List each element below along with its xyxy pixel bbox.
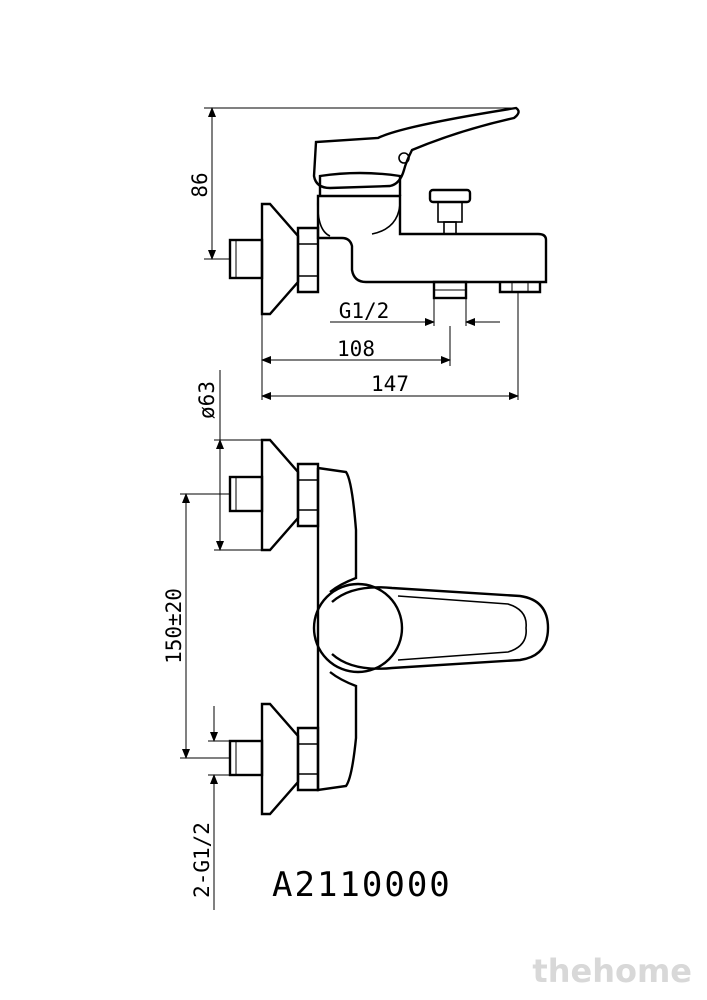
side-flange	[260, 202, 300, 316]
upper-hex-nut	[296, 462, 320, 528]
dim-height-86: 86	[188, 172, 212, 197]
side-handle-lever	[312, 106, 520, 190]
side-diverter-knob	[428, 188, 472, 204]
side-inlet-connector	[228, 238, 264, 280]
front-handle-lever	[331, 586, 550, 670]
lower-inlet-connector	[228, 739, 264, 777]
handle-disk	[312, 582, 404, 674]
dim-flange-diameter: ø63	[195, 381, 219, 419]
dim-total-147: 147	[371, 372, 409, 396]
model-number: A2110000	[272, 865, 452, 905]
lower-hex-nut	[296, 726, 320, 792]
dim-inlet-spacing: 150±20	[162, 588, 186, 664]
front-view	[228, 438, 550, 816]
side-spout-nozzle	[498, 282, 542, 294]
watermark-logo: thehome	[532, 952, 692, 990]
dim-inlet-thread: 2-G1/2	[190, 822, 214, 898]
dim-spout-108: 108	[337, 337, 375, 361]
lower-flange	[260, 702, 300, 816]
side-hex-nut	[296, 226, 320, 294]
side-dimensions: 86 G1/2 108 147	[188, 107, 519, 400]
front-dimensions: ø63 150±20 2-G1/2	[162, 370, 262, 910]
side-cartridge-cap	[318, 171, 402, 196]
upper-flange	[260, 438, 300, 552]
front-body	[316, 466, 358, 792]
dim-outlet-thread: G1/2	[339, 299, 390, 323]
upper-inlet-connector	[228, 475, 264, 513]
side-body	[316, 194, 548, 284]
side-view	[228, 106, 548, 316]
